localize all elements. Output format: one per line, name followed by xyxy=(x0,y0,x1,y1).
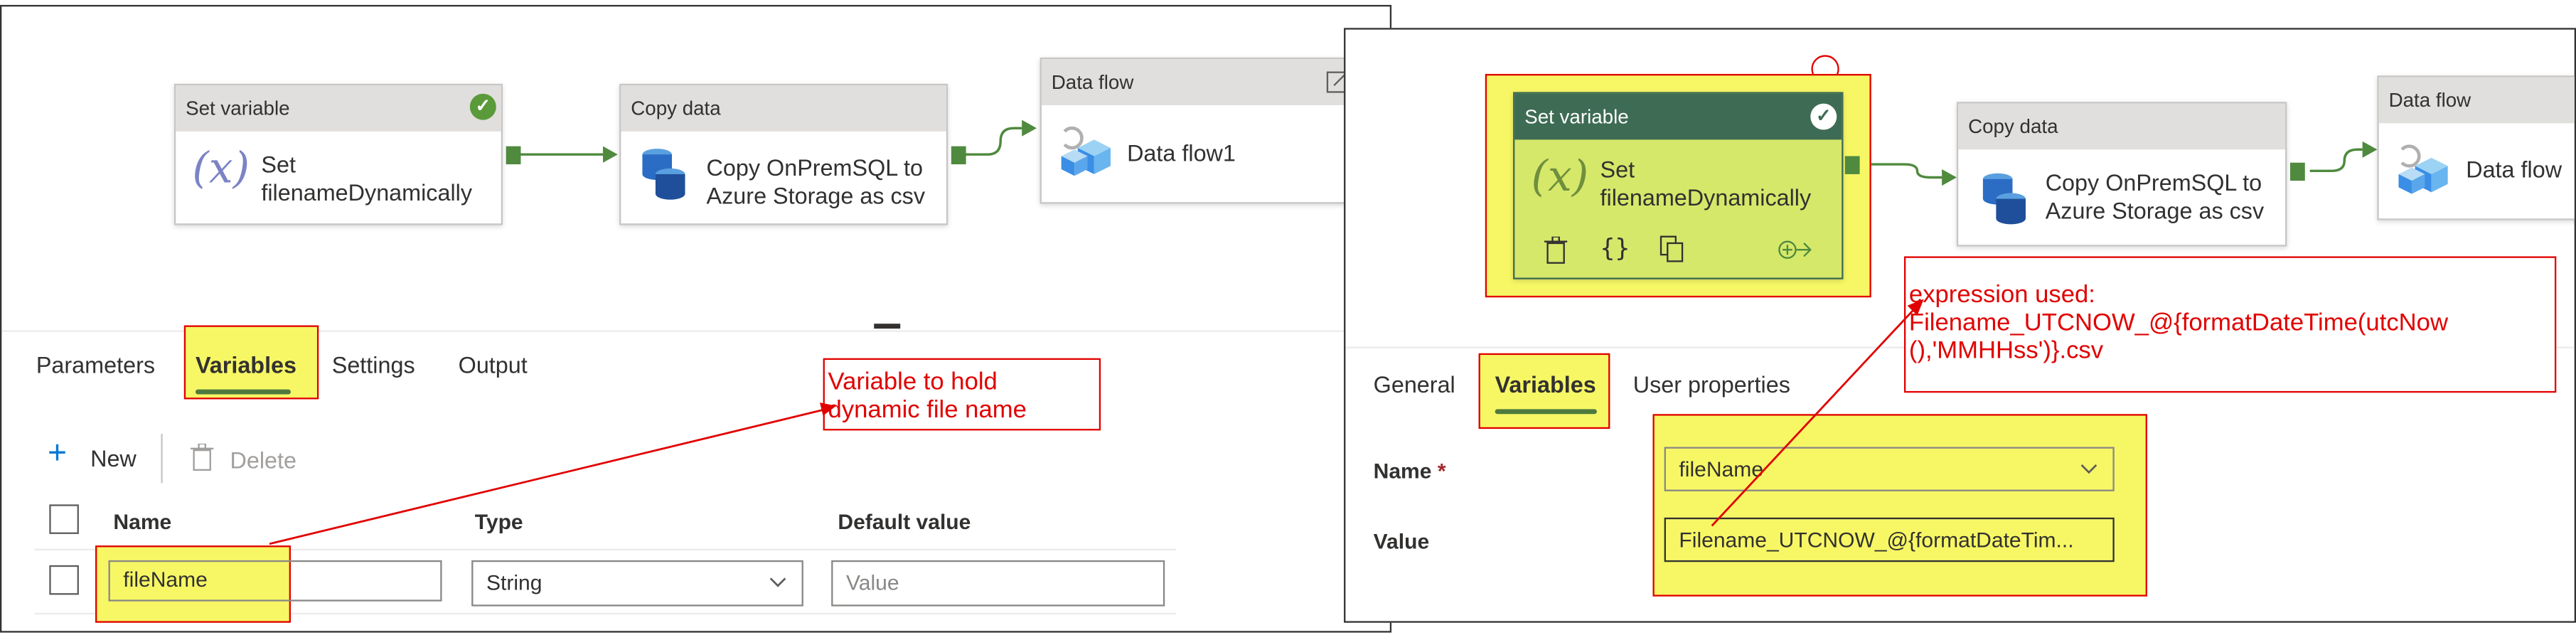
output-port[interactable] xyxy=(506,146,521,165)
toolbar-divider xyxy=(161,433,163,484)
activity-label-line2: filenameDynamically xyxy=(1600,183,1812,210)
active-tab-underline xyxy=(1495,409,1597,415)
activity-label-line1: Set xyxy=(261,151,296,178)
activity-header: Set variable xyxy=(176,85,501,132)
default-value-input[interactable]: Value xyxy=(831,560,1165,607)
activity-label-line2: Azure Storage as csv xyxy=(2045,197,2265,224)
column-header-default-value: Default value xyxy=(838,509,971,534)
copy-data-activity[interactable]: Copy data Copy OnPremSQL to Azure Storag… xyxy=(1956,102,2287,247)
activity-label-line2: filenameDynamically xyxy=(261,178,473,206)
active-tab-underline xyxy=(195,389,291,395)
type-value: String xyxy=(486,570,543,595)
select-all-checkbox[interactable] xyxy=(49,504,79,534)
chevron-down-icon xyxy=(769,577,786,587)
row-checkbox[interactable] xyxy=(49,565,79,595)
annotation-line3: (),'MMHHss')}.csv xyxy=(1908,336,2104,365)
chevron-down-icon xyxy=(2080,464,2097,474)
tab-settings[interactable]: Settings xyxy=(331,351,415,378)
activity-label: Data flow1 xyxy=(1127,139,1236,166)
activity-label-line2: Azure Storage as csv xyxy=(706,182,926,209)
annotation-line1: expression used: xyxy=(1908,281,2095,309)
form-highlight xyxy=(1652,414,2147,597)
braces-icon[interactable]: {} xyxy=(1600,233,1630,263)
variable-x-icon: (x) xyxy=(1531,152,1589,203)
tab-variables[interactable]: Variables xyxy=(1495,371,1596,398)
plus-icon: + xyxy=(48,435,68,472)
annotation-arrow xyxy=(1711,299,1924,527)
trash-icon[interactable] xyxy=(1544,236,1568,265)
checkmark-icon: ✓ xyxy=(1810,103,1837,130)
output-port[interactable] xyxy=(951,146,966,165)
table-header-divider xyxy=(34,548,1177,551)
table-row-divider xyxy=(34,612,1177,615)
set-variable-activity[interactable]: Set variable ✓ (x) Set filenameDynamical… xyxy=(173,83,503,225)
set-variable-activity-selected[interactable]: Set variable ✓ (x) Set filenameDynamical… xyxy=(1513,92,1844,279)
tab-user-properties[interactable]: User properties xyxy=(1632,371,1790,398)
column-header-name: Name xyxy=(113,509,172,534)
database-icon xyxy=(1982,173,2026,225)
tab-parameters[interactable]: Parameters xyxy=(36,351,156,378)
output-port[interactable] xyxy=(2289,162,2305,181)
activity-label-line1: Copy OnPremSQL to xyxy=(2045,169,2262,196)
activity-label-line1: Copy OnPremSQL to xyxy=(706,154,924,181)
output-port[interactable] xyxy=(1844,156,1860,174)
panel-resize-handle[interactable] xyxy=(874,324,901,329)
activity-header: Copy data xyxy=(1958,103,2286,150)
dataflow-icon xyxy=(2398,144,2448,194)
checkmark-icon: ✓ xyxy=(469,93,496,120)
database-icon xyxy=(642,149,685,200)
name-label-text: Name xyxy=(1373,458,1432,484)
column-header-type: Type xyxy=(474,509,523,534)
annotation-box xyxy=(823,358,1101,431)
activity-header: Copy data xyxy=(621,85,946,132)
activity-header: Set variable xyxy=(1514,93,1842,140)
variable-x-icon: (x) xyxy=(192,144,250,194)
data-flow-activity[interactable]: Data flow Data flow xyxy=(2377,75,2575,220)
name-select-value: fileName xyxy=(1679,457,1763,482)
activity-label-line1: Set xyxy=(1600,156,1635,183)
tab-general[interactable]: General xyxy=(1373,371,1455,398)
tab-output[interactable]: Output xyxy=(458,351,528,378)
tab-variables[interactable]: Variables xyxy=(195,351,297,378)
add-output-icon[interactable] xyxy=(1778,238,1814,261)
annotation-line2: Filename_UTCNOW_@{formatDateTime(utcNow xyxy=(1908,309,2449,337)
variable-type-select[interactable]: String xyxy=(471,560,803,607)
data-flow-activity[interactable]: Data flow Data flow1 xyxy=(1040,57,1390,204)
variables-tab-highlight xyxy=(183,325,319,400)
right-pipeline-panel: Set variable ✓ (x) Set filenameDynamical… xyxy=(1344,28,2576,623)
new-button[interactable]: New xyxy=(90,445,137,472)
activity-header: Data flow xyxy=(2378,77,2575,124)
delete-button[interactable]: Delete xyxy=(230,447,296,474)
activity-header: Data flow xyxy=(1041,59,1390,105)
annotation-arrow xyxy=(269,402,837,545)
variables-tab-highlight xyxy=(1478,353,1610,430)
name-label: Name * xyxy=(1374,459,1446,484)
annotation-box xyxy=(1903,256,2557,393)
required-asterisk: * xyxy=(1437,458,1446,484)
value-label: Value xyxy=(1373,529,1430,554)
trash-icon xyxy=(191,443,214,471)
name-field-highlight xyxy=(95,545,291,623)
pipeline-connectors xyxy=(517,119,1037,163)
variable-value-input[interactable]: Filename_UTCNOW_@{formatDateTim... xyxy=(1664,517,2115,562)
dataflow-icon xyxy=(1061,126,1111,176)
divider xyxy=(1,330,1390,332)
variable-name-select[interactable]: fileName xyxy=(1664,447,2115,491)
copy-data-activity[interactable]: Copy data Copy OnPremSQL to Azure Storag… xyxy=(619,83,948,225)
copy-icon[interactable] xyxy=(1660,235,1686,262)
left-pipeline-panel: Set variable ✓ (x) Set filenameDynamical… xyxy=(0,4,1392,633)
annotation-text: Variable to hold dynamic file name xyxy=(828,368,1027,425)
activity-label: Data flow xyxy=(2466,156,2562,183)
variable-name-input[interactable]: fileName xyxy=(108,560,442,602)
